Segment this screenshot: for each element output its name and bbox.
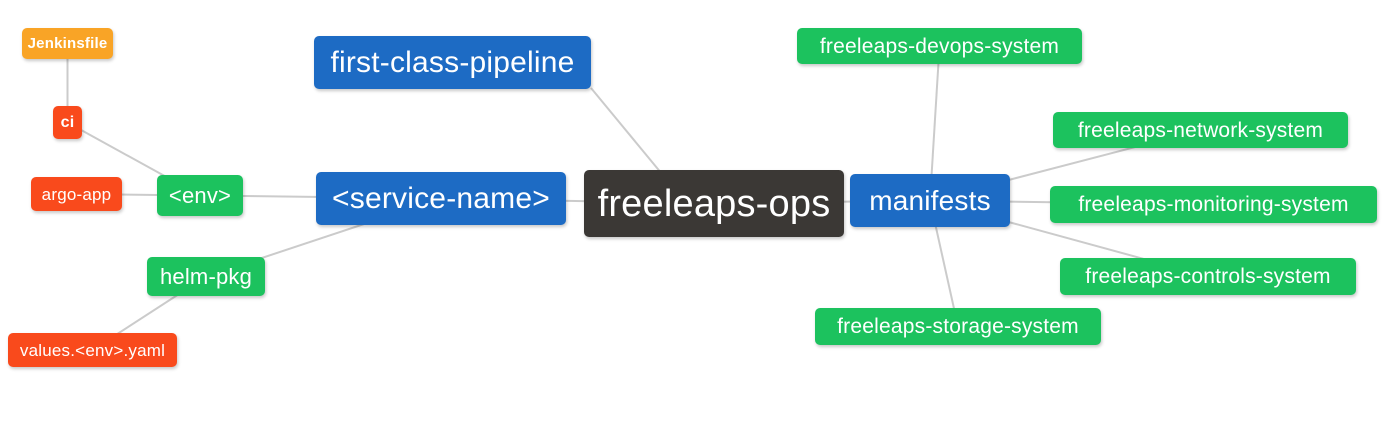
- node-freeleaps-storage-system[interactable]: freeleaps-storage-system: [815, 308, 1101, 345]
- node-freeleaps-monitoring-system[interactable]: freeleaps-monitoring-system: [1050, 186, 1377, 223]
- node-jenkinsfile[interactable]: Jenkinsfile: [22, 28, 113, 59]
- edge-first-class-pipeline-freeleaps-ops: [590, 87, 663, 175]
- node-freeleaps-network-system[interactable]: freeleaps-network-system: [1053, 112, 1348, 148]
- node-freeleaps-devops-system[interactable]: freeleaps-devops-system: [797, 28, 1082, 64]
- node-argo-app[interactable]: argo-app: [31, 177, 122, 211]
- node-freeleaps-controls-system[interactable]: freeleaps-controls-system: [1060, 258, 1356, 295]
- node-service-name[interactable]: <service-name>: [316, 172, 566, 225]
- node-first-class-pipeline[interactable]: first-class-pipeline: [314, 36, 591, 89]
- node-env[interactable]: <env>: [157, 175, 243, 216]
- node-values-env-yaml[interactable]: values.<env>.yaml: [8, 333, 177, 367]
- node-freeleaps-ops[interactable]: freeleaps-ops: [584, 170, 844, 237]
- node-helm-pkg[interactable]: helm-pkg: [147, 257, 265, 296]
- node-manifests[interactable]: manifests: [850, 174, 1010, 227]
- node-ci[interactable]: ci: [53, 106, 82, 139]
